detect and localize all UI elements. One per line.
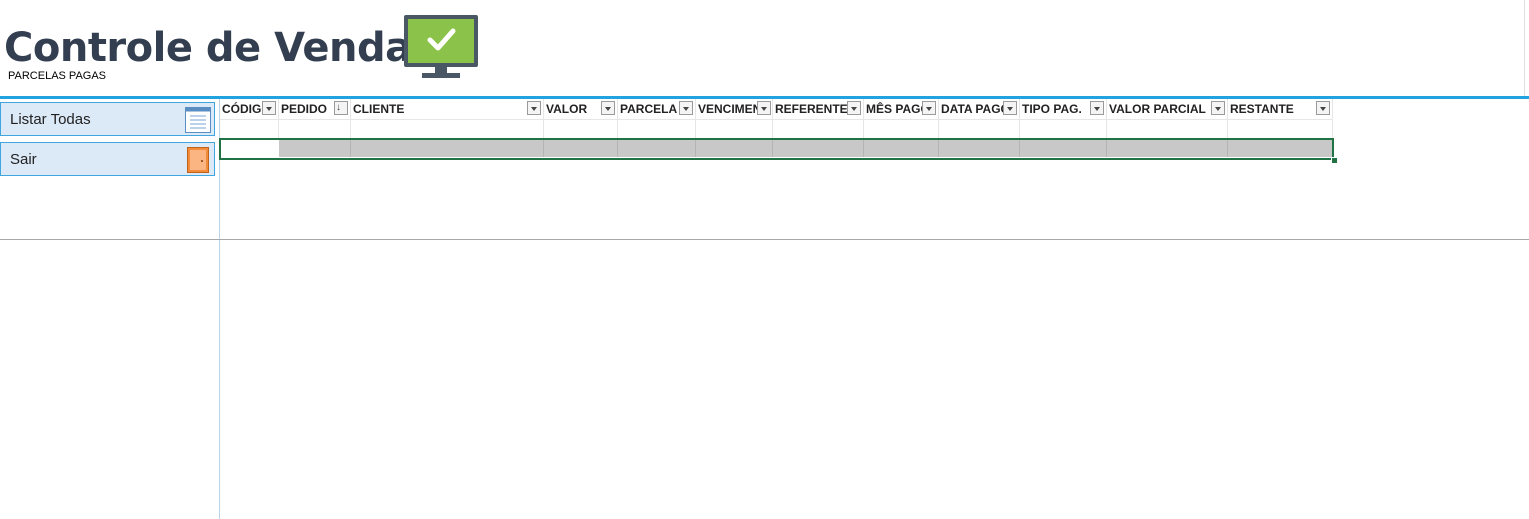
table-cell[interactable] [1228, 120, 1333, 139]
column-header-label: PARCELA [620, 102, 678, 116]
column-header-label: CÓDIGO [222, 102, 262, 116]
column-header-label: VALOR PARCIAL [1109, 102, 1206, 116]
column-header-referente[interactable]: REFERENTE [773, 99, 864, 120]
column-header-restante[interactable]: RESTANTE [1228, 99, 1333, 120]
sheet-edge [1524, 0, 1525, 96]
column-header-label: TIPO PAG. [1022, 102, 1082, 116]
column-header-label: CLIENTE [353, 102, 405, 116]
selected-row-cell[interactable] [773, 140, 864, 157]
cell-selection-outline[interactable] [219, 138, 1334, 160]
column-header-label: RESTANTE [1230, 102, 1294, 116]
column-header-mes-pago[interactable]: MÊS PAGO [864, 99, 939, 120]
table-cell[interactable] [1020, 120, 1107, 139]
sort-ascending-icon[interactable]: ↓ [334, 101, 348, 115]
fill-handle[interactable] [1331, 157, 1338, 164]
selected-row-cell[interactable] [696, 140, 773, 157]
selected-row-cell[interactable] [618, 140, 696, 157]
selected-row-cell[interactable] [279, 140, 351, 157]
filter-dropdown-icon[interactable] [847, 101, 861, 115]
filter-dropdown-icon[interactable] [1003, 101, 1017, 115]
selected-row-cell[interactable] [544, 140, 618, 157]
filter-dropdown-icon[interactable] [262, 101, 276, 115]
list-all-label: Listar Todas [10, 111, 91, 128]
panel-divider [0, 239, 1529, 240]
filter-dropdown-icon[interactable] [757, 101, 771, 115]
column-header-valor[interactable]: VALOR [544, 99, 618, 120]
header-accent-rule [0, 96, 1529, 99]
exit-button[interactable]: Sair [0, 142, 215, 176]
column-header-parcela[interactable]: PARCELA [618, 99, 696, 120]
table-cell[interactable] [220, 120, 279, 139]
page-subtitle: PARCELAS PAGAS [8, 70, 107, 82]
table-cell[interactable] [351, 120, 544, 139]
exit-label: Sair [10, 151, 37, 168]
selected-row-cell[interactable] [1107, 140, 1228, 157]
filter-dropdown-icon[interactable] [527, 101, 541, 115]
column-header-valor-parcial[interactable]: VALOR PARCIAL [1107, 99, 1228, 120]
selected-row-cell[interactable] [939, 140, 1020, 157]
filter-dropdown-icon[interactable] [1090, 101, 1104, 115]
column-header-codigo[interactable]: CÓDIGO [220, 99, 279, 120]
paid-installments-table: CÓDIGO PEDIDO ↓ CLIENTE VALOR PARCELA VE… [220, 99, 1335, 161]
header-row-border [220, 119, 1333, 120]
table-cell[interactable] [544, 120, 618, 139]
column-header-vencimento[interactable]: VENCIMENTO [696, 99, 773, 120]
sidebar-divider [219, 99, 220, 519]
table-cell[interactable] [1107, 120, 1228, 139]
column-header-data-pago[interactable]: DATA PAGO [939, 99, 1020, 120]
column-header-label: VENCIMENTO [698, 102, 757, 116]
table-cell[interactable] [773, 120, 864, 139]
filter-dropdown-icon[interactable] [1316, 101, 1330, 115]
filter-dropdown-icon[interactable] [922, 101, 936, 115]
filter-dropdown-icon[interactable] [679, 101, 693, 115]
column-header-label: REFERENTE [775, 102, 847, 116]
column-header-pedido[interactable]: PEDIDO ↓ [279, 99, 351, 120]
selected-row-cell[interactable] [351, 140, 544, 157]
column-header-label: DATA PAGO [941, 102, 1004, 116]
column-header-cliente[interactable]: CLIENTE [351, 99, 544, 120]
column-header-label: VALOR [546, 102, 588, 116]
table-cell[interactable] [864, 120, 939, 139]
column-header-label: PEDIDO [281, 102, 328, 116]
filter-dropdown-icon[interactable] [1211, 101, 1225, 115]
table-cell[interactable] [618, 120, 696, 139]
selected-row-cell[interactable] [864, 140, 939, 157]
filter-dropdown-icon[interactable] [601, 101, 615, 115]
page-title: Controle de Vendas [4, 25, 435, 71]
door-exit-icon [187, 147, 209, 173]
table-cell[interactable] [279, 120, 351, 139]
table-cell[interactable] [939, 120, 1020, 139]
column-header-label: MÊS PAGO [866, 102, 923, 116]
table-cell[interactable] [696, 120, 773, 139]
selected-row-cell[interactable] [1020, 140, 1107, 157]
list-window-icon [185, 107, 211, 133]
list-all-button[interactable]: Listar Todas [0, 102, 215, 136]
column-header-tipo-pag[interactable]: TIPO PAG. [1020, 99, 1107, 120]
monitor-check-icon [404, 15, 478, 78]
